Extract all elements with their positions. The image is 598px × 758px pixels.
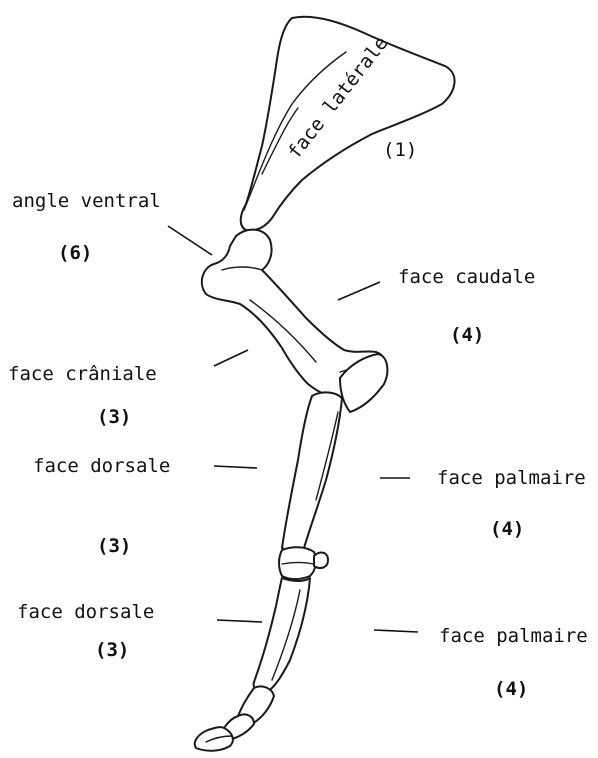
leader-angle-ventral: [168, 226, 212, 255]
label-face-craniale: face crâniale: [8, 363, 157, 385]
label-num-3-craniale: (3): [97, 406, 131, 428]
label-num-6: (6): [58, 242, 92, 264]
leader-face-caudale: [338, 282, 380, 300]
label-num-4-palmaire-1: (4): [490, 518, 524, 540]
radius: [282, 392, 342, 551]
label-face-dorsale-2: face dorsale: [17, 601, 154, 623]
scapula: [241, 17, 455, 231]
label-face-dorsale-1: face dorsale: [33, 455, 170, 477]
leader-face-dorsale-1: [214, 466, 257, 468]
label-num-3-dorsale-2: (3): [95, 639, 129, 661]
label-num-4-palmaire-2: (4): [494, 678, 528, 700]
leader-face-dorsale-2: [217, 620, 262, 622]
leader-face-craniale: [214, 350, 248, 366]
label-num-4-caudale: (4): [450, 324, 484, 346]
label-num-3-dorsale-1: (3): [97, 535, 131, 557]
metacarpus: [254, 578, 310, 692]
leader-face-palmaire-2: [374, 630, 418, 632]
label-face-caudale: face caudale: [398, 266, 535, 288]
label-face-palmaire-2: face palmaire: [439, 625, 588, 647]
accessory-carpal: [314, 553, 328, 568]
label-num-1: (1): [383, 139, 417, 161]
label-angle-ventral: angle ventral: [12, 190, 161, 212]
label-face-palmaire-1: face palmaire: [437, 467, 586, 489]
